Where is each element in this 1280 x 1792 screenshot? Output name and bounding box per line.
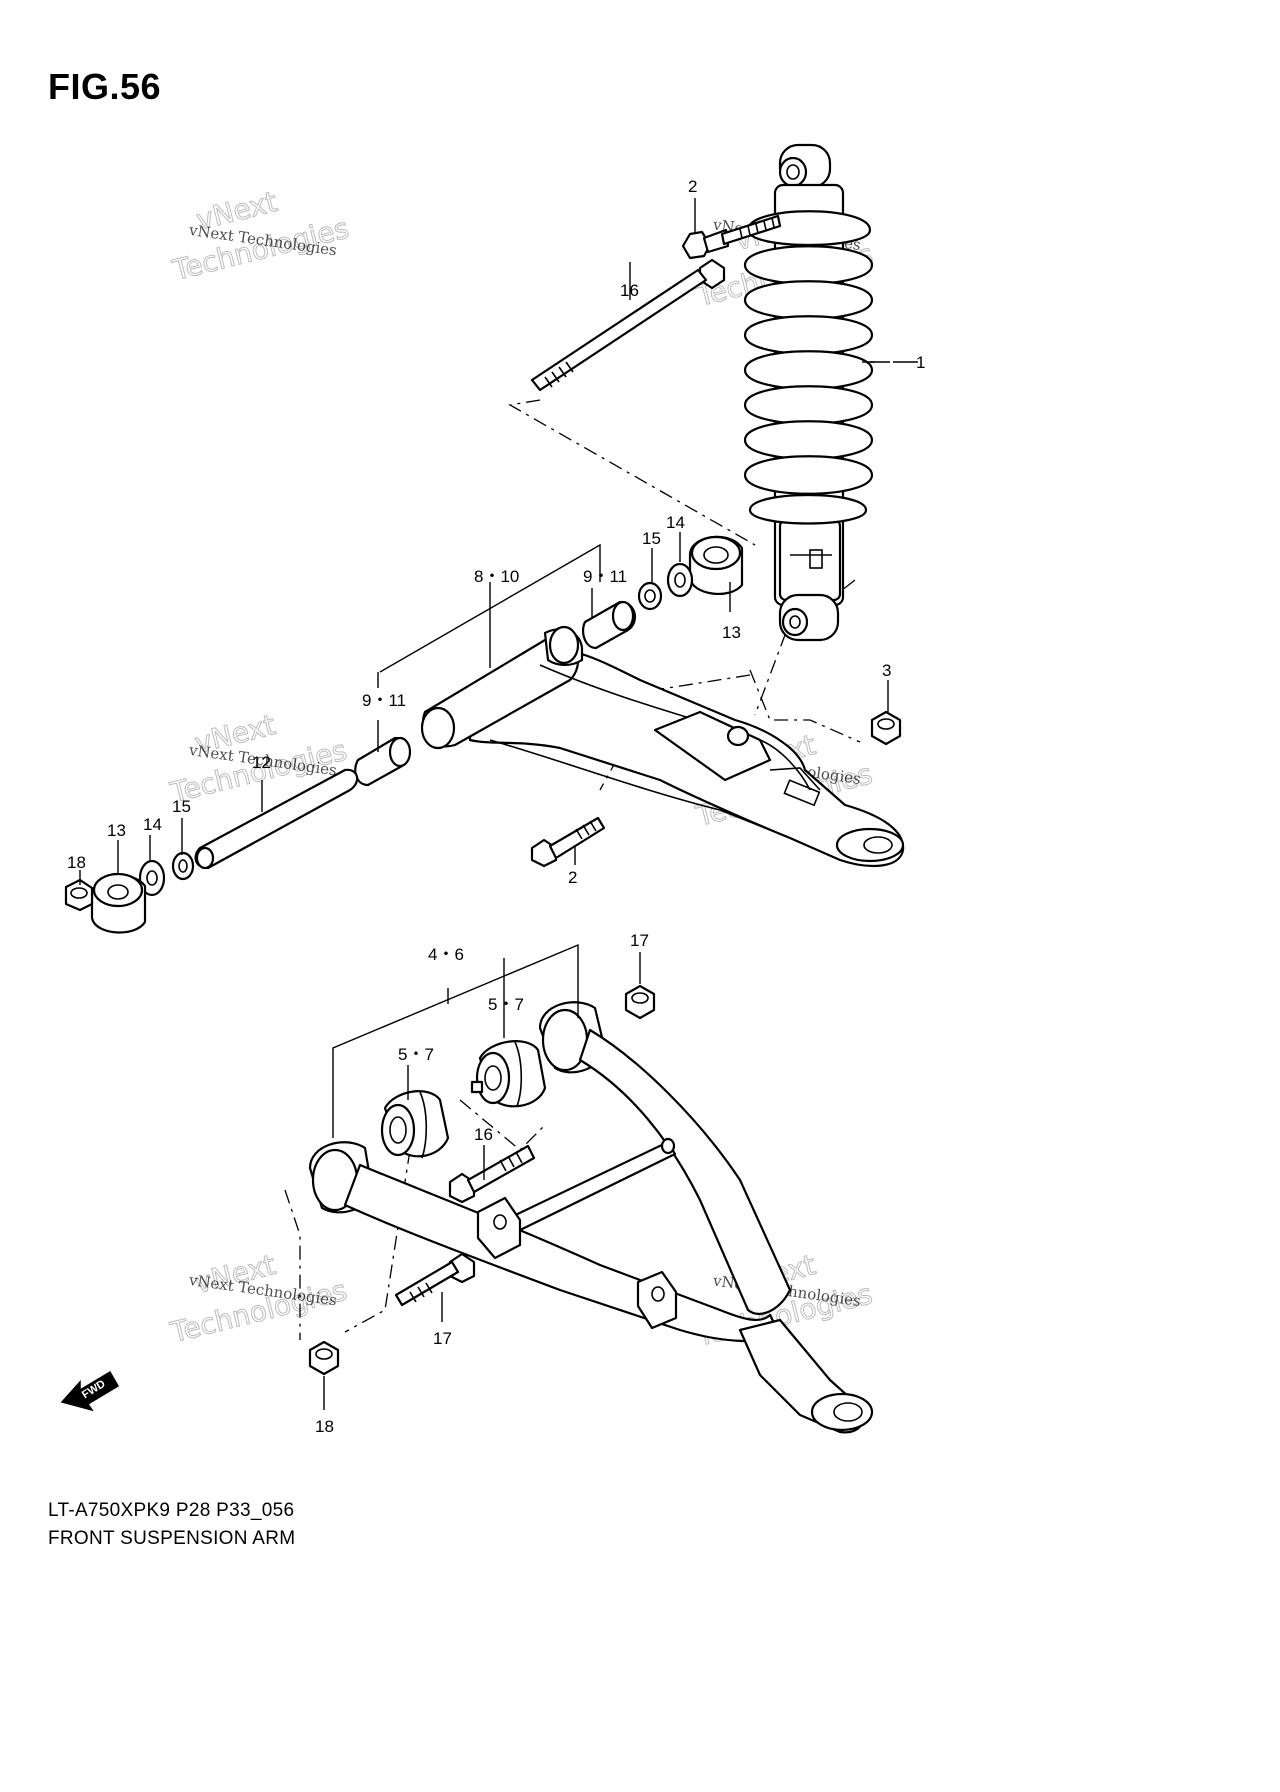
cap-right xyxy=(688,535,744,595)
callout-18-lower: 18 xyxy=(315,1417,334,1436)
seal-right xyxy=(637,581,663,611)
diagram-name: FRONT SUSPENSION ARM xyxy=(48,1528,296,1549)
callout-1: 1 xyxy=(916,353,925,372)
callout-14-left: 14 xyxy=(143,815,162,834)
callout-16-lower: 16 xyxy=(474,1125,493,1144)
nut-lower-right xyxy=(624,984,656,1020)
cap-left xyxy=(90,872,147,934)
callout-13-left: 13 xyxy=(107,821,126,840)
callout-4-6: 4・6 xyxy=(428,945,464,964)
callout-15-left: 15 xyxy=(172,797,191,816)
callout-16-top: 16 xyxy=(620,281,639,300)
callout-15-right: 15 xyxy=(642,529,661,548)
bush-lower-right xyxy=(470,1040,547,1108)
figure-title: FIG.56 xyxy=(48,66,162,107)
callout-9-11-left: 9・11 xyxy=(362,691,406,710)
callout-17-right: 17 xyxy=(630,931,649,950)
lower-arm xyxy=(308,1001,874,1434)
bolt-upper-top xyxy=(681,214,782,260)
bush-lower-left xyxy=(380,1090,450,1159)
shaft xyxy=(194,768,359,870)
shock-absorber xyxy=(743,143,874,642)
bolt-lower xyxy=(448,1144,536,1204)
forward-direction-arrow-icon: FWD xyxy=(60,1370,120,1412)
nut-upper xyxy=(870,710,902,746)
callout-13-right: 13 xyxy=(722,623,741,642)
spacer-right xyxy=(581,600,637,650)
seal-left xyxy=(171,851,195,881)
nut-left-lower xyxy=(308,1340,340,1376)
callout-5-7-right: 5・7 xyxy=(488,995,524,1014)
leader-lines xyxy=(79,198,918,1410)
spacer-left xyxy=(354,736,412,787)
callout-2-bottom: 2 xyxy=(568,868,577,887)
bolt-shaft-long xyxy=(530,258,726,392)
nut-left-upper xyxy=(64,878,94,912)
bolt-lower-bottom xyxy=(394,1252,476,1307)
callout-3: 3 xyxy=(882,661,891,680)
bolt-upper-bottom xyxy=(530,816,606,868)
upper-arm xyxy=(420,625,905,867)
callout-18-upper: 18 xyxy=(67,853,86,872)
washer-right xyxy=(666,562,694,598)
callout-9-11-right: 9・11 xyxy=(583,567,627,586)
callout-2-top: 2 xyxy=(688,177,697,196)
watermark-top-left: Technologies vNext xyxy=(168,184,352,287)
callout-8-10: 8・10 xyxy=(474,567,519,586)
model-code: LT-A750XPK9 P28 P33_056 xyxy=(48,1500,295,1521)
callout-17-bottom: 17 xyxy=(433,1329,452,1348)
callout-12: 12 xyxy=(252,753,271,772)
callout-14-right: 14 xyxy=(666,513,685,532)
callout-5-7-left: 5・7 xyxy=(398,1045,434,1064)
